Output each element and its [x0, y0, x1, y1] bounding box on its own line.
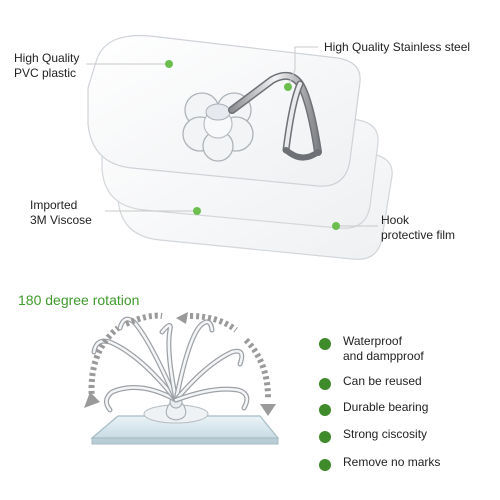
callout-label-pvc: High Quality PVC plastic	[14, 51, 79, 81]
viscose-line-2: 3M Viscose	[30, 213, 92, 227]
feature-text: Waterproof and dampproof	[343, 334, 424, 364]
feature-line-1: Strong ciscosity	[343, 427, 428, 441]
hook-position-7	[173, 386, 250, 411]
rotation-arrowhead-top	[176, 312, 188, 324]
rotation-arrowhead-right	[260, 404, 276, 416]
hook-position-6	[173, 348, 245, 403]
rotation-arrow-right	[189, 313, 271, 399]
rotation-title: 180 degree rotation	[18, 292, 140, 308]
callout-label-steel: High Quality Stainless steel	[324, 40, 470, 55]
feature-item-viscosity: Strong ciscosity	[317, 427, 497, 457]
bullet-icon	[319, 338, 331, 350]
hook-position-5	[173, 319, 215, 403]
feature-item-no-marks: Remove no marks	[317, 455, 497, 485]
feature-line-1: Durable bearing	[343, 400, 429, 414]
callout-label-viscose: Imported 3M Viscose	[30, 198, 92, 228]
feature-item-waterproof: Waterproof and dampproof	[317, 334, 497, 364]
steel-line-1: High Quality Stainless steel	[324, 40, 471, 54]
hook-position-1	[104, 385, 179, 413]
feature-text: Strong ciscosity	[343, 427, 427, 442]
rotation-arrow-left	[88, 312, 163, 401]
bullet-icon	[319, 404, 331, 416]
feature-line-1: Can be reused	[343, 374, 422, 388]
feature-line-1: Remove no marks	[343, 455, 441, 469]
feature-text: Can be reused	[343, 374, 422, 389]
steel-hook	[228, 71, 322, 161]
film-line-1: Hook	[381, 213, 410, 227]
callout-viscose	[105, 207, 201, 215]
bullet-icon	[319, 459, 331, 471]
feature-text: Remove no marks	[343, 455, 440, 470]
hook-position-2	[91, 338, 179, 403]
feature-item-bearing: Durable bearing	[317, 400, 497, 430]
callout-label-film: Hook protective film	[381, 213, 455, 243]
hook-position-4	[159, 323, 179, 403]
feature-line-2: and dampproof	[343, 349, 424, 363]
viscose-line-1: Imported	[30, 198, 78, 212]
feature-item-reusable: Can be reused	[317, 374, 497, 404]
bullet-icon	[319, 378, 331, 390]
rotation-arrowhead-left	[84, 392, 100, 408]
callout-film	[332, 222, 378, 230]
film-line-2: protective film	[381, 228, 456, 242]
callout-steel	[284, 46, 318, 91]
pvc-line-2: PVC plastic	[14, 66, 77, 80]
rotation-demo	[84, 312, 280, 445]
callout-pvc	[86, 60, 173, 68]
feature-text: Durable bearing	[343, 400, 428, 415]
bullet-icon	[319, 431, 331, 443]
pvc-line-1: High Quality	[14, 51, 80, 65]
feature-line-1: Waterproof	[343, 334, 402, 348]
